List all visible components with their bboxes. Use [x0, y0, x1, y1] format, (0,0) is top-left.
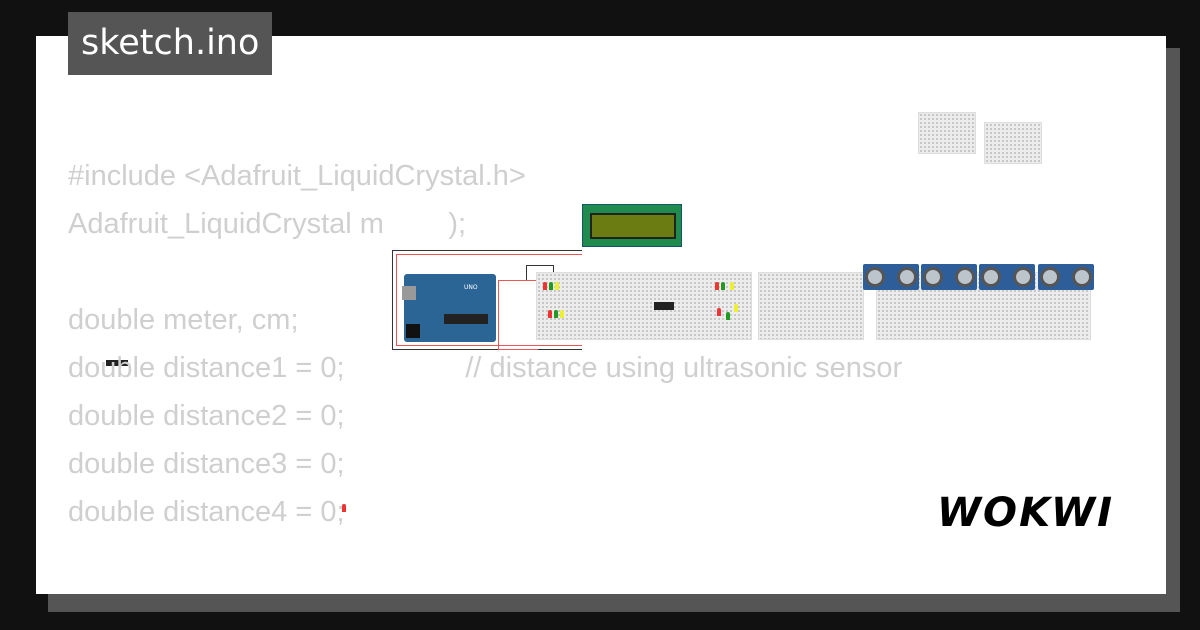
lcd-display[interactable]: [582, 204, 682, 247]
ultrasonic-sensor[interactable]: [863, 264, 919, 290]
chip: [444, 314, 488, 324]
power-jack: [406, 324, 420, 338]
wokwi-logo: WOKWI: [936, 490, 1114, 536]
wire: [396, 254, 582, 346]
code-line: double distance1 = 0; // distance using …: [68, 352, 903, 384]
mini-breadboard[interactable]: [984, 122, 1042, 164]
led-yellow[interactable]: [555, 282, 559, 290]
file-title: sketch.ino: [68, 12, 273, 75]
led-green[interactable]: [554, 310, 558, 318]
code-line: double meter, cm;: [68, 304, 299, 336]
mini-breadboard[interactable]: [918, 112, 976, 154]
code-line: #include <Adafruit_LiquidCrystal.h>: [68, 160, 526, 192]
code-line: ​: [68, 248, 902, 296]
ultrasonic-sensor[interactable]: [921, 264, 977, 290]
breadboard[interactable]: [758, 272, 864, 340]
lcd-screen: [590, 213, 676, 239]
stray-led[interactable]: [342, 504, 346, 512]
led-green[interactable]: [721, 282, 725, 290]
led-green[interactable]: [549, 282, 553, 290]
led-yellow[interactable]: [734, 304, 738, 312]
led-red[interactable]: [715, 282, 719, 290]
code-line: double distance4 = 0;: [68, 496, 345, 528]
code-line: double distance2 = 0;: [68, 400, 345, 432]
arduino-uno[interactable]: UNO: [402, 274, 496, 342]
led-yellow[interactable]: [560, 310, 564, 318]
led-green[interactable]: [726, 312, 730, 320]
usb-port: [402, 286, 416, 300]
code-line: double distance3 = 0;: [68, 448, 345, 480]
code-line: Adafruit_LiquidCrystal m );: [68, 208, 467, 240]
code-snippet: #include <Adafruit_LiquidCrystal.h> Adafr…: [68, 152, 902, 536]
wire: [392, 250, 582, 350]
led-red[interactable]: [717, 308, 721, 316]
led-yellow[interactable]: [730, 282, 734, 290]
led-red[interactable]: [548, 310, 552, 318]
ultrasonic-sensor[interactable]: [1038, 264, 1094, 290]
wire: [498, 280, 538, 350]
led-red[interactable]: [543, 282, 547, 290]
ultrasonic-sensor[interactable]: [979, 264, 1035, 290]
ic-chip: [654, 302, 674, 310]
stray-chip: [106, 360, 128, 366]
preview-card: #include <Adafruit_LiquidCrystal.h> Adafr…: [36, 36, 1166, 594]
board-label: UNO: [464, 284, 478, 291]
